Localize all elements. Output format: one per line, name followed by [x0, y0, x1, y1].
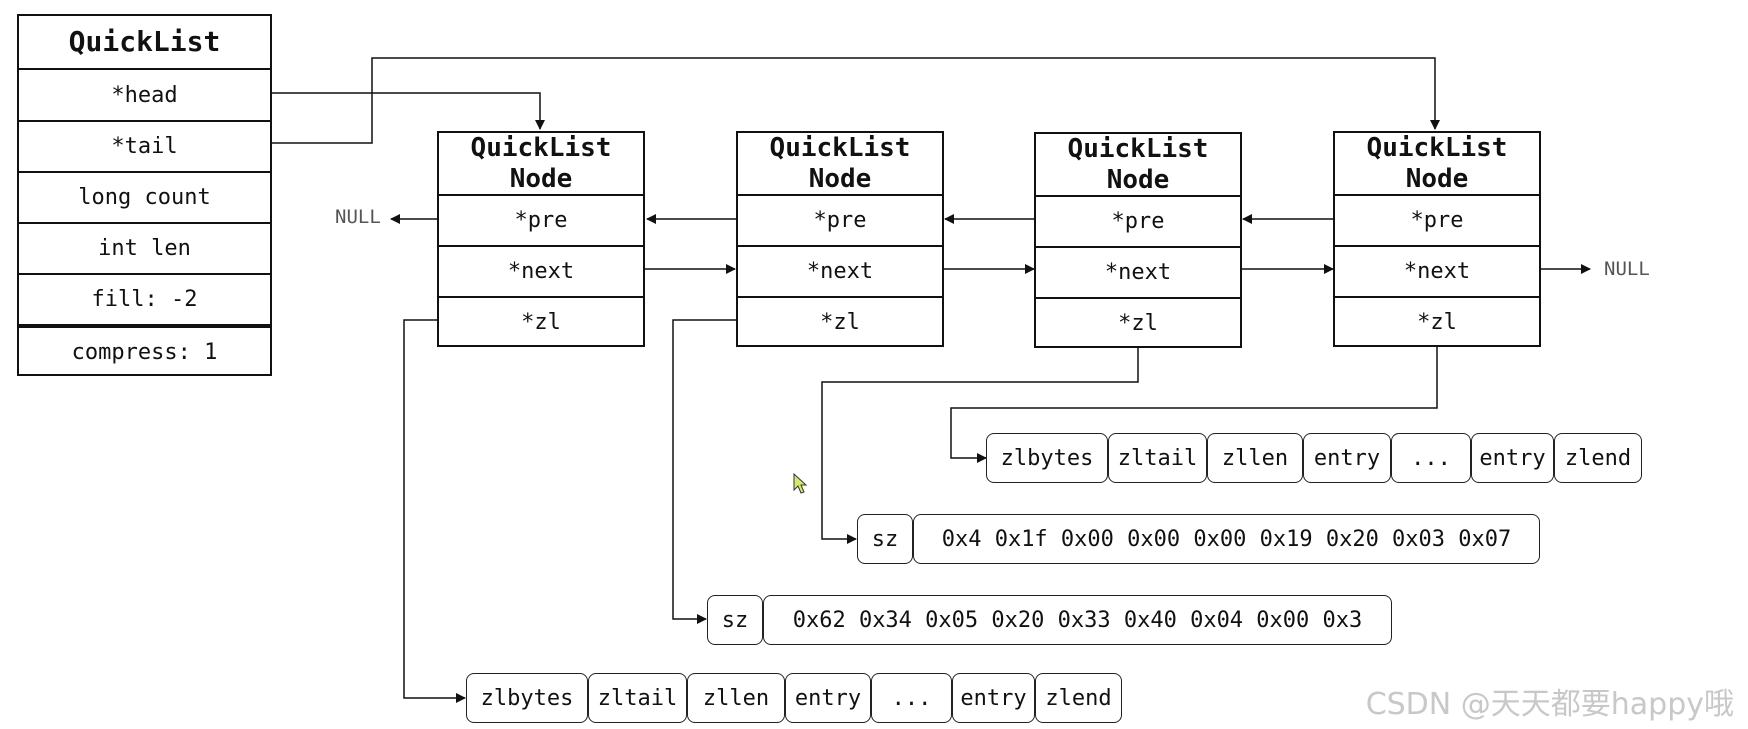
quicklist-node-1: QuickList Node *pre *next *zl: [437, 131, 645, 347]
watermark: CSDN @天天都要happy哦: [1365, 687, 1734, 722]
quicklist-node-3: QuickList Node *pre *next *zl: [1034, 132, 1242, 348]
ziplist-top-zlend: zlend: [1554, 433, 1642, 483]
node-title: QuickList Node: [769, 132, 911, 194]
ziplist-bottom-ellipsis: ...: [871, 673, 952, 723]
compressed-a-sz: sz: [857, 514, 913, 564]
node4-zl-arrow: [950, 347, 1438, 463]
node-field-next: *next: [439, 245, 643, 296]
ziplist-bottom-zlbytes: zlbytes: [466, 673, 588, 723]
node-field-pre: *pre: [1335, 194, 1539, 245]
node-title: QuickList Node: [470, 132, 612, 194]
ziplist-bottom-zllen: zllen: [687, 673, 785, 723]
node1-zl-arrow: [403, 319, 466, 703]
ziplist-bottom-entry: entry: [952, 673, 1035, 723]
node-field-pre: *pre: [738, 194, 942, 245]
quicklist-title: QuickList: [68, 25, 221, 58]
ziplist-bottom-zlend: zlend: [1035, 673, 1122, 723]
quicklist-struct: QuickList *head *tail long count int len…: [17, 14, 272, 376]
node-title: QuickList Node: [1067, 133, 1209, 195]
node-field-zl: *zl: [1036, 297, 1240, 348]
ziplist-top-zllen: zllen: [1207, 433, 1303, 483]
node-field-next: *next: [1036, 246, 1240, 297]
node-field-zl: *zl: [738, 296, 942, 347]
null-right-label: NULL: [1604, 258, 1650, 280]
mouse-cursor-icon: [793, 473, 808, 494]
ziplist-top-entry: entry: [1303, 433, 1391, 483]
quicklist-field-head: *head: [19, 68, 270, 120]
quicklist-node-2: QuickList Node *pre *next *zl: [736, 131, 944, 347]
quicklist-field-len: int len: [19, 222, 270, 273]
ziplist-top-zltail: zltail: [1108, 433, 1207, 483]
node-field-next: *next: [1335, 245, 1539, 296]
quicklist-field-tail: *tail: [19, 120, 270, 171]
node-field-zl: *zl: [439, 296, 643, 347]
compressed-b-bytes: 0x62 0x34 0x05 0x20 0x33 0x40 0x04 0x00 …: [763, 595, 1392, 645]
node-field-pre: *pre: [1036, 195, 1240, 246]
node-field-zl: *zl: [1335, 296, 1539, 347]
ziplist-top-zlbytes: zlbytes: [986, 433, 1108, 483]
node-field-next: *next: [738, 245, 942, 296]
node3-zl-arrow: [821, 347, 1139, 544]
compressed-a-bytes: 0x4 0x1f 0x00 0x00 0x00 0x19 0x20 0x03 0…: [913, 514, 1540, 564]
head-pointer-arrow: [270, 92, 545, 130]
ziplist-bottom-entry: entry: [785, 673, 871, 723]
node-title: QuickList Node: [1366, 132, 1508, 194]
ziplist-top-entry: entry: [1471, 433, 1554, 483]
compressed-b-sz: sz: [707, 595, 763, 645]
tail-pointer-arrow: [270, 57, 1440, 144]
node2-zl-arrow: [672, 319, 737, 624]
quicklist-node-4: QuickList Node *pre *next *zl: [1333, 131, 1541, 347]
null-left-label: NULL: [335, 206, 381, 228]
ziplist-top-ellipsis: ...: [1391, 433, 1471, 483]
node-field-pre: *pre: [439, 194, 643, 245]
ziplist-bottom-zltail: zltail: [588, 673, 687, 723]
quicklist-field-count: long count: [19, 171, 270, 222]
quicklist-field-fill: fill: -2: [19, 273, 270, 324]
quicklist-field-compress: compress: 1: [19, 324, 270, 376]
